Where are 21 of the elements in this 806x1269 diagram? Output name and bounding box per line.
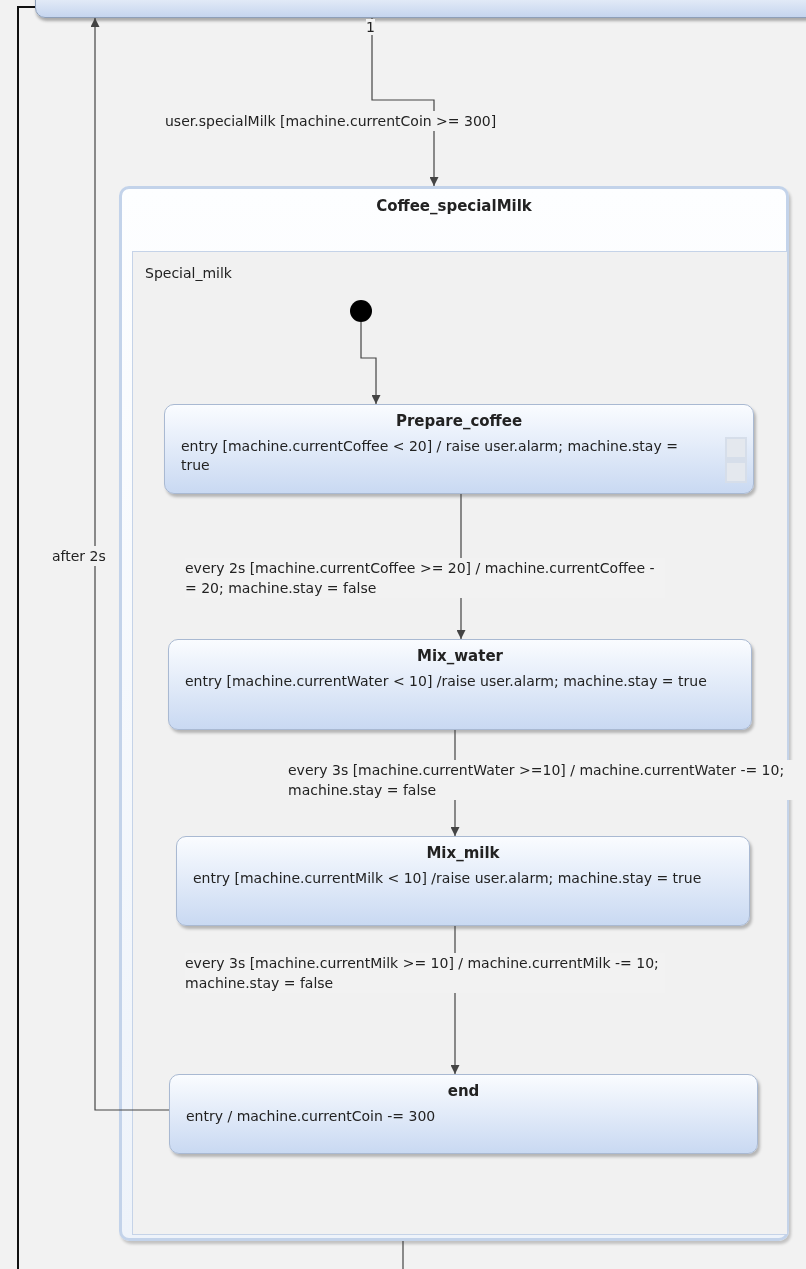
initial-state-dot xyxy=(350,300,372,322)
state-box xyxy=(168,639,752,730)
region-name: Special_milk xyxy=(145,265,232,281)
state-box xyxy=(176,836,750,926)
state-box xyxy=(164,404,754,494)
transition-arrow xyxy=(360,321,381,405)
state-action: entry [machine.currentWater < 10] /raise user.alarm; machine.stay = true xyxy=(185,672,708,691)
state-title: Coffee_specialMilk xyxy=(376,197,532,215)
state-action: entry [machine.currentMilk < 10] /raise user.alarm; machine.stay = true xyxy=(193,869,703,888)
state-action: entry / machine.currentCoin -= 300 xyxy=(186,1107,437,1126)
state-title: Mix_water xyxy=(417,647,503,665)
state-title: Prepare_coffee xyxy=(395,412,523,430)
state-title: Mix_milk xyxy=(426,844,500,862)
state-action: entry [machine.currentCoffee < 20] / raise user.alarm; machine.stay = true xyxy=(181,437,679,475)
state-box xyxy=(169,1074,758,1154)
edge-label: user.specialMilk [machine.currentCoin >= 300] xyxy=(165,111,497,131)
transition-arrow xyxy=(90,17,170,1111)
edge-label: after 2s xyxy=(52,546,106,566)
priority-number: 1 xyxy=(366,19,375,35)
transition-arrow xyxy=(371,17,439,187)
state-title: end xyxy=(447,1082,480,1100)
